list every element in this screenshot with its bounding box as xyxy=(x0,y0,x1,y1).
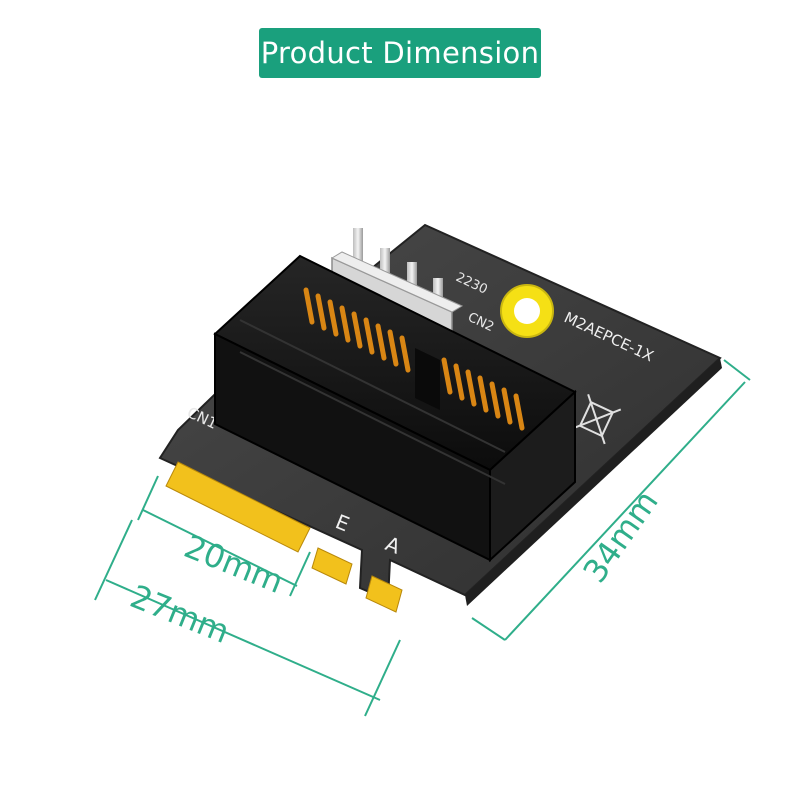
gold-finger-contacts xyxy=(165,461,403,613)
dimension-lines xyxy=(94,359,751,717)
slot-contact-springs xyxy=(303,287,525,431)
title-banner: Product Dimension xyxy=(259,28,541,78)
dimension-label-board-width: 27mm xyxy=(125,577,235,651)
mounting-hole xyxy=(500,284,554,338)
dimension-label-board-length: 34mm xyxy=(575,483,665,589)
pcie-slot xyxy=(213,254,577,563)
page-title: Product Dimension xyxy=(260,36,540,70)
recycle-bin-icon xyxy=(571,393,622,445)
